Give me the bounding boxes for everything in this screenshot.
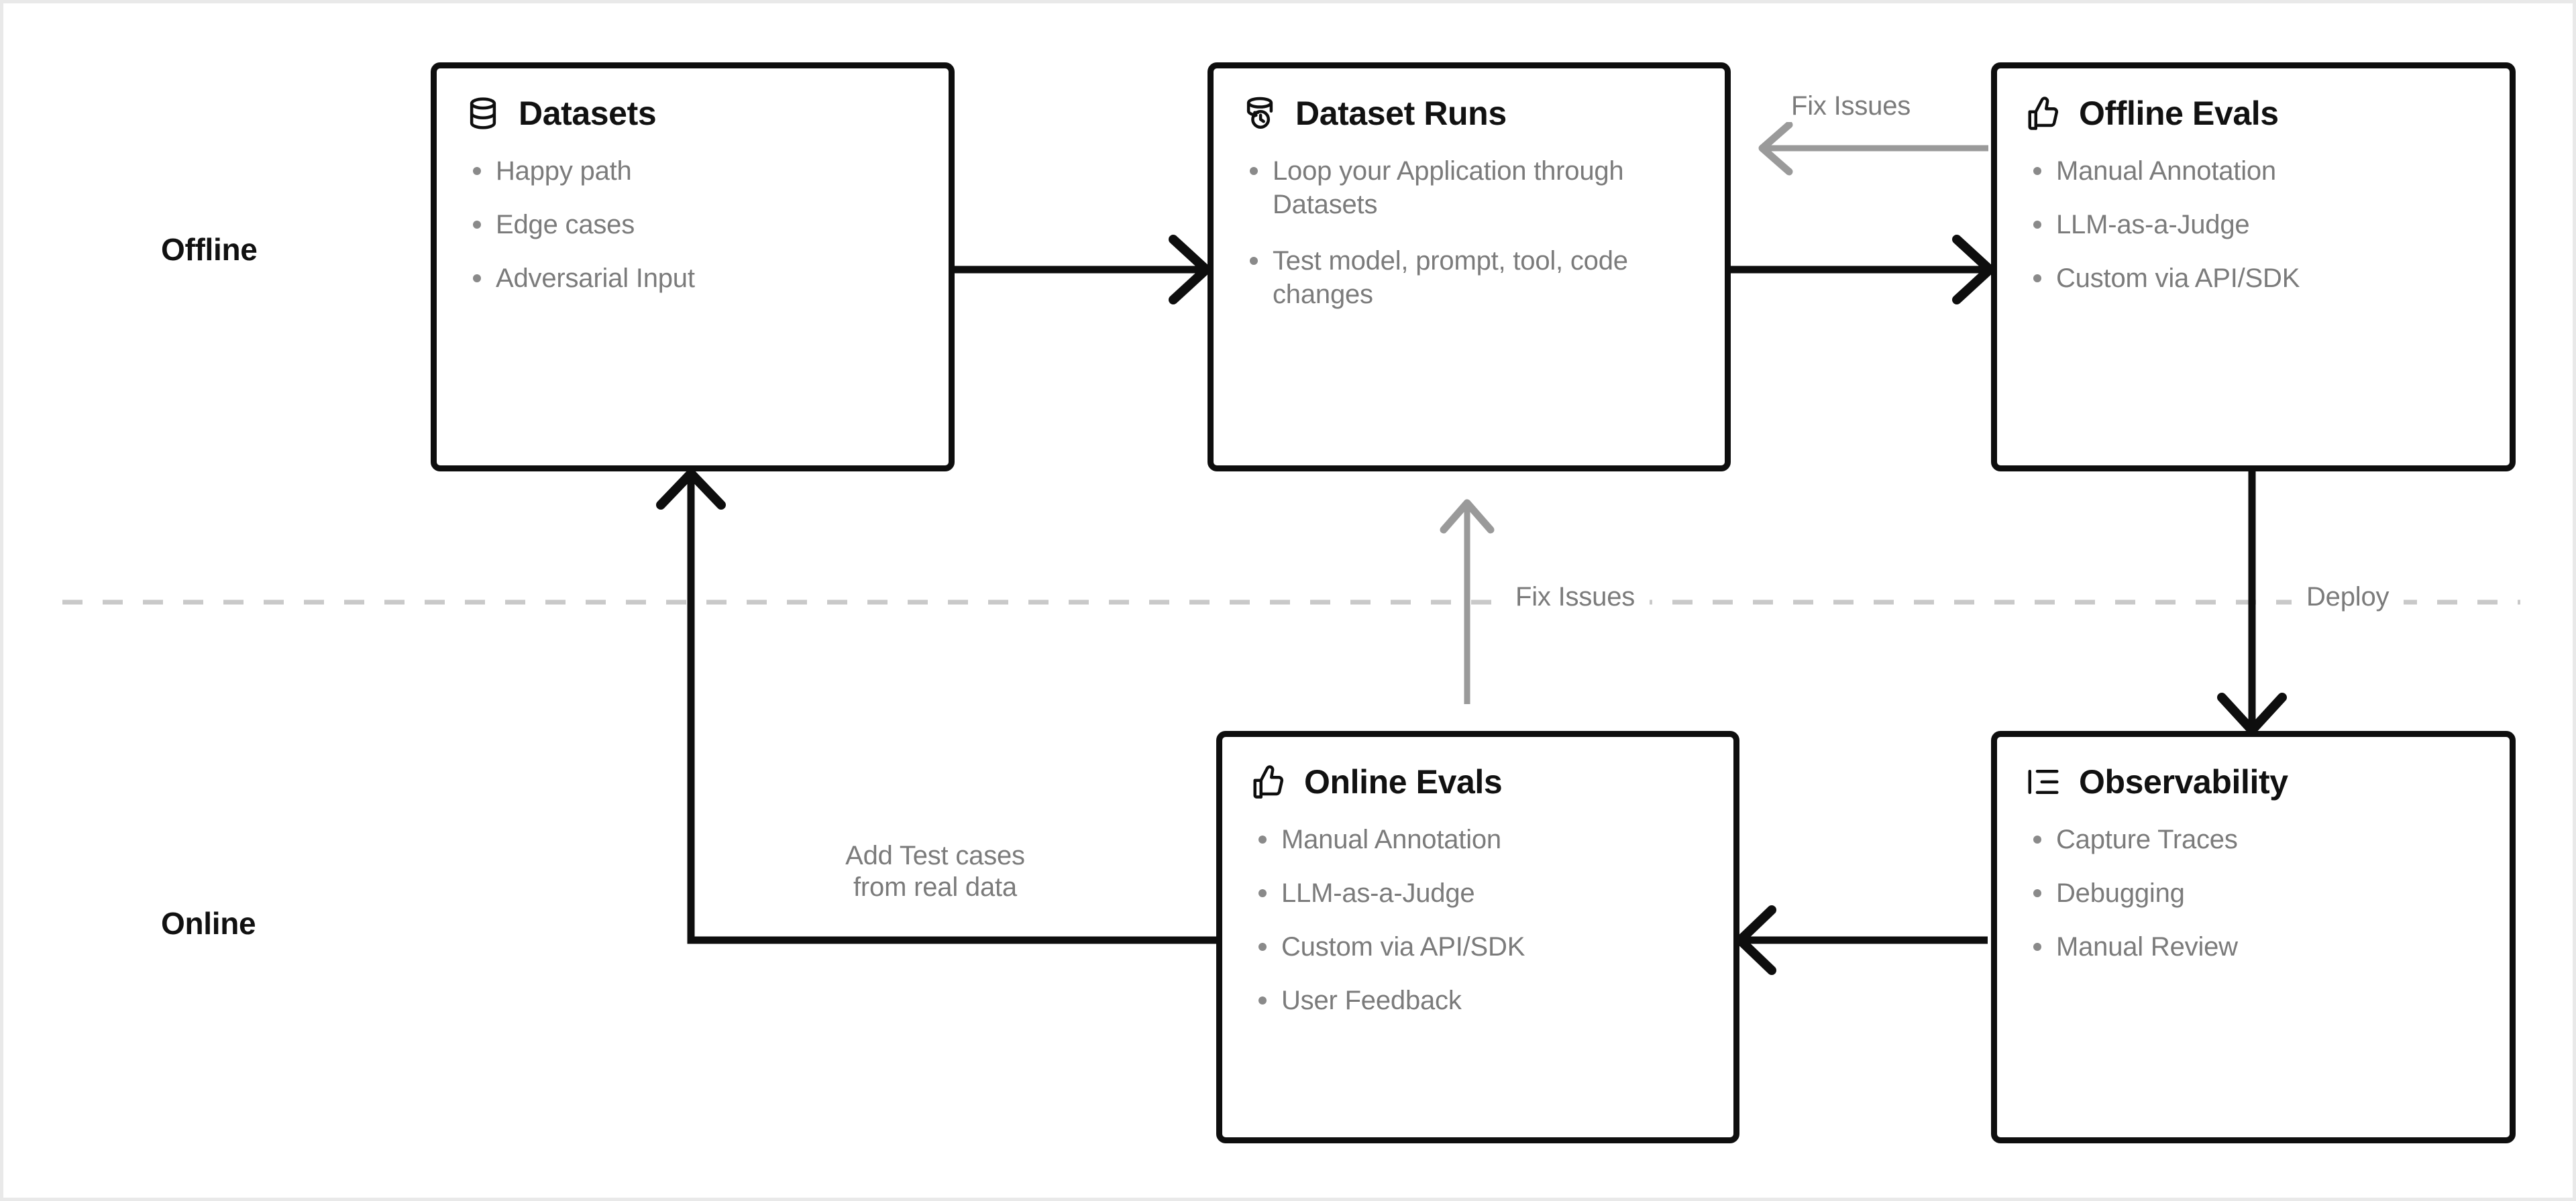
edge-offline-evals-to-dataset-runs [1758,121,1988,176]
card-datasets-bullets: Happy path Edge cases Adversarial Input [465,154,920,295]
edge-label-deploy: Deploy [2292,581,2404,614]
card-observability-title: Observability [2079,763,2288,801]
edge-dataset-runs-to-offline-evals [1731,235,1994,304]
list-item: Manual Review [2025,930,2481,964]
list-item: LLM-as-a-Judge [2025,208,2481,241]
card-offline-evals[interactable]: Offline Evals Manual Annotation LLM-as-a… [1991,62,2516,471]
card-online-evals-header: Online Evals [1250,764,1705,800]
card-dataset-runs-header: Dataset Runs [1242,95,1697,131]
stage-label-offline: Offline [161,232,258,267]
card-datasets-header: Datasets [465,95,920,131]
database-refresh-icon [1242,95,1278,131]
list-item: Custom via API/SDK [2025,262,2481,295]
edge-label-fix-issues-top: Fix Issues [1784,91,1918,123]
card-online-evals-title: Online Evals [1304,763,1503,801]
edge-label-add-test-cases-line2: from real data [853,872,1017,903]
card-datasets[interactable]: Datasets Happy path Edge cases Adversari… [431,62,955,471]
card-offline-evals-title: Offline Evals [2079,95,2279,132]
list-item: Edge cases [465,208,920,241]
edge-offline-evals-to-observability [2217,471,2287,735]
edge-label-fix-issues-middle: Fix Issues [1501,581,1650,614]
list-indent-icon [2025,764,2061,800]
card-observability-bullets: Capture Traces Debugging Manual Review [2025,823,2481,964]
list-item: Adversarial Input [465,262,920,295]
card-observability-header: Observability [2025,764,2481,800]
edge-datasets-to-dataset-runs [955,235,1211,304]
list-item: Manual Annotation [1250,823,1705,856]
list-item: Custom via API/SDK [1250,930,1705,964]
thumbs-up-icon [1250,764,1287,800]
stage-label-online: Online [161,906,256,941]
card-datasets-title: Datasets [519,95,657,132]
list-item: Loop your Application through Datasets [1242,154,1697,221]
edge-online-evals-to-dataset-runs [1440,499,1495,704]
card-online-evals[interactable]: Online Evals Manual Annotation LLM-as-a-… [1216,731,1739,1143]
list-item: LLM-as-a-Judge [1250,876,1705,910]
edge-label-add-test-cases: Add Test cases from real data [812,840,1058,904]
thumbs-up-icon [2025,95,2061,131]
card-online-evals-bullets: Manual Annotation LLM-as-a-Judge Custom … [1250,823,1705,1017]
list-item: Debugging [2025,876,2481,910]
list-item: Manual Annotation [2025,154,2481,188]
list-item: Capture Traces [2025,823,2481,856]
list-item: Test model, prompt, tool, code changes [1242,244,1697,311]
card-dataset-runs[interactable]: Dataset Runs Loop your Application throu… [1208,62,1731,471]
card-dataset-runs-bullets: Loop your Application through Datasets T… [1242,154,1697,311]
list-item: Happy path [465,154,920,188]
edge-label-add-test-cases-line1: Add Test cases [845,841,1025,870]
database-icon [465,95,501,131]
card-observability[interactable]: Observability Capture Traces Debugging M… [1991,731,2516,1143]
list-item: User Feedback [1250,984,1705,1017]
card-offline-evals-bullets: Manual Annotation LLM-as-a-Judge Custom … [2025,154,2481,295]
edge-observability-to-online-evals [1735,905,1988,975]
card-dataset-runs-title: Dataset Runs [1295,95,1507,132]
card-offline-evals-header: Offline Evals [2025,95,2481,131]
